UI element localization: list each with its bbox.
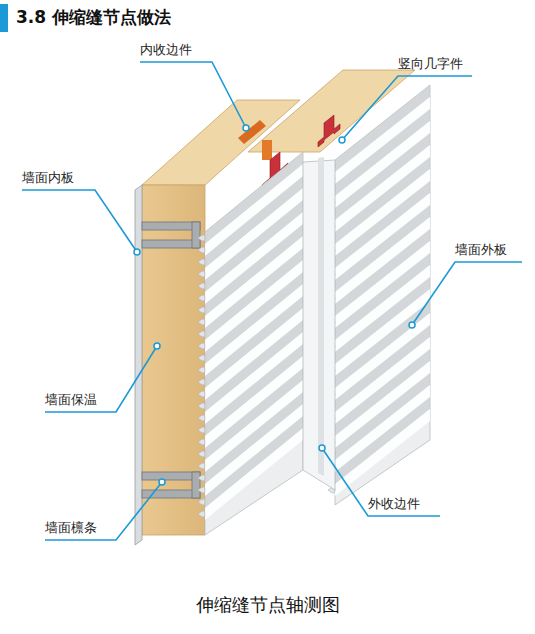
outer-trim	[303, 157, 335, 490]
corrugation-edge	[198, 439, 205, 445]
caption: 伸缩缝节点轴测图	[196, 594, 340, 616]
title-bar	[0, 4, 8, 32]
part-label: 外收边件	[368, 496, 420, 512]
part-label: 墙面外板	[455, 242, 507, 258]
outer-panel	[328, 85, 430, 505]
corrugation-edge	[198, 499, 205, 505]
corrugation-edge	[198, 487, 205, 493]
corrugation-edge	[198, 283, 205, 289]
part-label: 内收边件	[140, 42, 192, 58]
corrugation-edge	[198, 259, 205, 265]
title: 3.8 伸缩缝节点做法	[16, 6, 171, 28]
part-label: 墙面保温	[45, 392, 97, 408]
part-label: 墙面檩条	[45, 520, 97, 536]
corrugation-edge	[198, 511, 205, 517]
corrugation	[205, 428, 303, 520]
corrugation-edge	[198, 391, 205, 397]
inner-trim-top	[238, 120, 266, 144]
corrugation-edge	[198, 307, 205, 313]
corrugation-edge	[198, 475, 205, 481]
leader-dot	[134, 125, 415, 485]
corrugation-edge	[198, 295, 205, 301]
corrugation	[205, 416, 303, 508]
inner-trim	[262, 140, 272, 160]
corrugation	[335, 397, 430, 484]
corrugation-edge	[198, 463, 205, 469]
part-label: 墙面内板	[22, 170, 74, 186]
corrugation-edge	[198, 403, 205, 409]
outer-panel	[198, 152, 303, 535]
corrugation-edge	[198, 415, 205, 421]
corrugation-edge	[198, 427, 205, 433]
corrugation-edge	[198, 271, 205, 277]
corrugation-edge	[198, 451, 205, 457]
part-label: 竖向几字件	[398, 56, 463, 72]
corrugation-edge	[198, 343, 205, 349]
corrugation-edge	[198, 331, 205, 337]
corrugation-edge	[198, 367, 205, 373]
corrugation-edge	[198, 355, 205, 361]
corrugation	[335, 409, 430, 496]
corrugation-edge	[198, 247, 205, 253]
corrugation-edge	[198, 235, 205, 241]
corrugation-edge	[198, 379, 205, 385]
corrugation-edge	[198, 319, 205, 325]
leader-line	[22, 62, 522, 540]
